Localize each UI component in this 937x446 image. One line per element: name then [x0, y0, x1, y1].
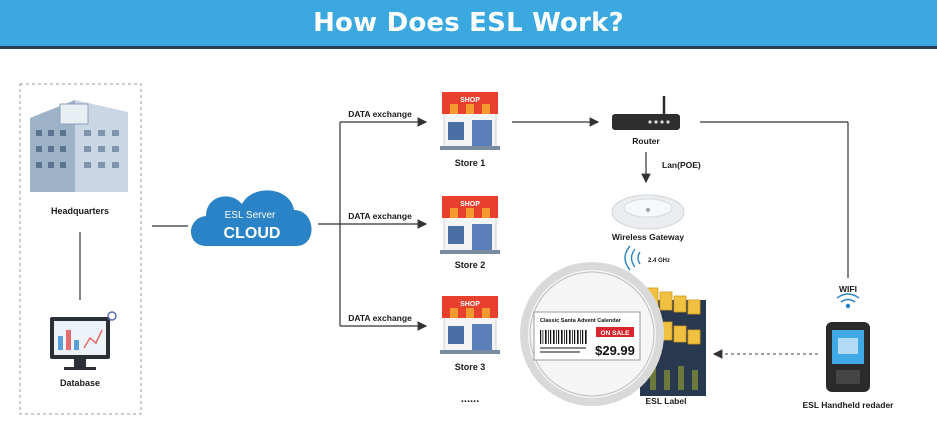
- headquarters-label: Headquarters: [51, 206, 109, 216]
- wifi-icon: [836, 293, 860, 309]
- store3-label: Store 3: [455, 362, 486, 372]
- handheld-reader-icon: [826, 322, 870, 392]
- cloud-icon: [191, 190, 312, 246]
- handheld-label: ESL Handheld redader: [802, 400, 894, 410]
- router-icon: [612, 96, 680, 130]
- page-title: How Does ESL Work?: [313, 8, 624, 38]
- edge-label-store1: DATA exchange: [348, 109, 412, 119]
- header-banner: How Does ESL Work?: [0, 0, 937, 46]
- more-stores-label: ......: [461, 393, 479, 405]
- hq-boundary: [19, 83, 142, 415]
- price-tag-price: $29.99: [595, 343, 635, 358]
- store2-sign: SHOP: [460, 201, 480, 208]
- cloud-label-line1: ESL Server: [225, 210, 276, 221]
- signal-waves-icon: [624, 245, 641, 271]
- edge-label-store2: DATA exchange: [348, 211, 412, 221]
- esl-label-caption: ESL Label: [646, 396, 687, 406]
- price-tag-product: Classic Santa Advent Calendar: [540, 318, 622, 324]
- store2-label: Store 2: [455, 260, 486, 270]
- store3-sign: SHOP: [460, 301, 480, 308]
- frequency-label: 2.4 GHz: [648, 258, 670, 264]
- headquarters-icon: [30, 100, 128, 192]
- header-divider: [0, 46, 937, 49]
- store1-sign: SHOP: [460, 97, 480, 104]
- database-label: Database: [60, 378, 100, 388]
- database-icon: [50, 311, 117, 370]
- lan-label: Lan(POE): [662, 160, 701, 170]
- gateway-label: Wireless Gateway: [612, 232, 684, 242]
- store1-label: Store 1: [455, 158, 486, 168]
- router-label: Router: [632, 136, 660, 146]
- edge-label-store3: DATA exchange: [348, 313, 412, 323]
- esl-price-tag: [533, 311, 641, 361]
- wifi-label: WIFI: [839, 284, 857, 294]
- cloud-label-line2: CLOUD: [224, 225, 281, 242]
- gateway-icon: [611, 194, 685, 230]
- price-tag-badge: ON SALE: [601, 330, 631, 337]
